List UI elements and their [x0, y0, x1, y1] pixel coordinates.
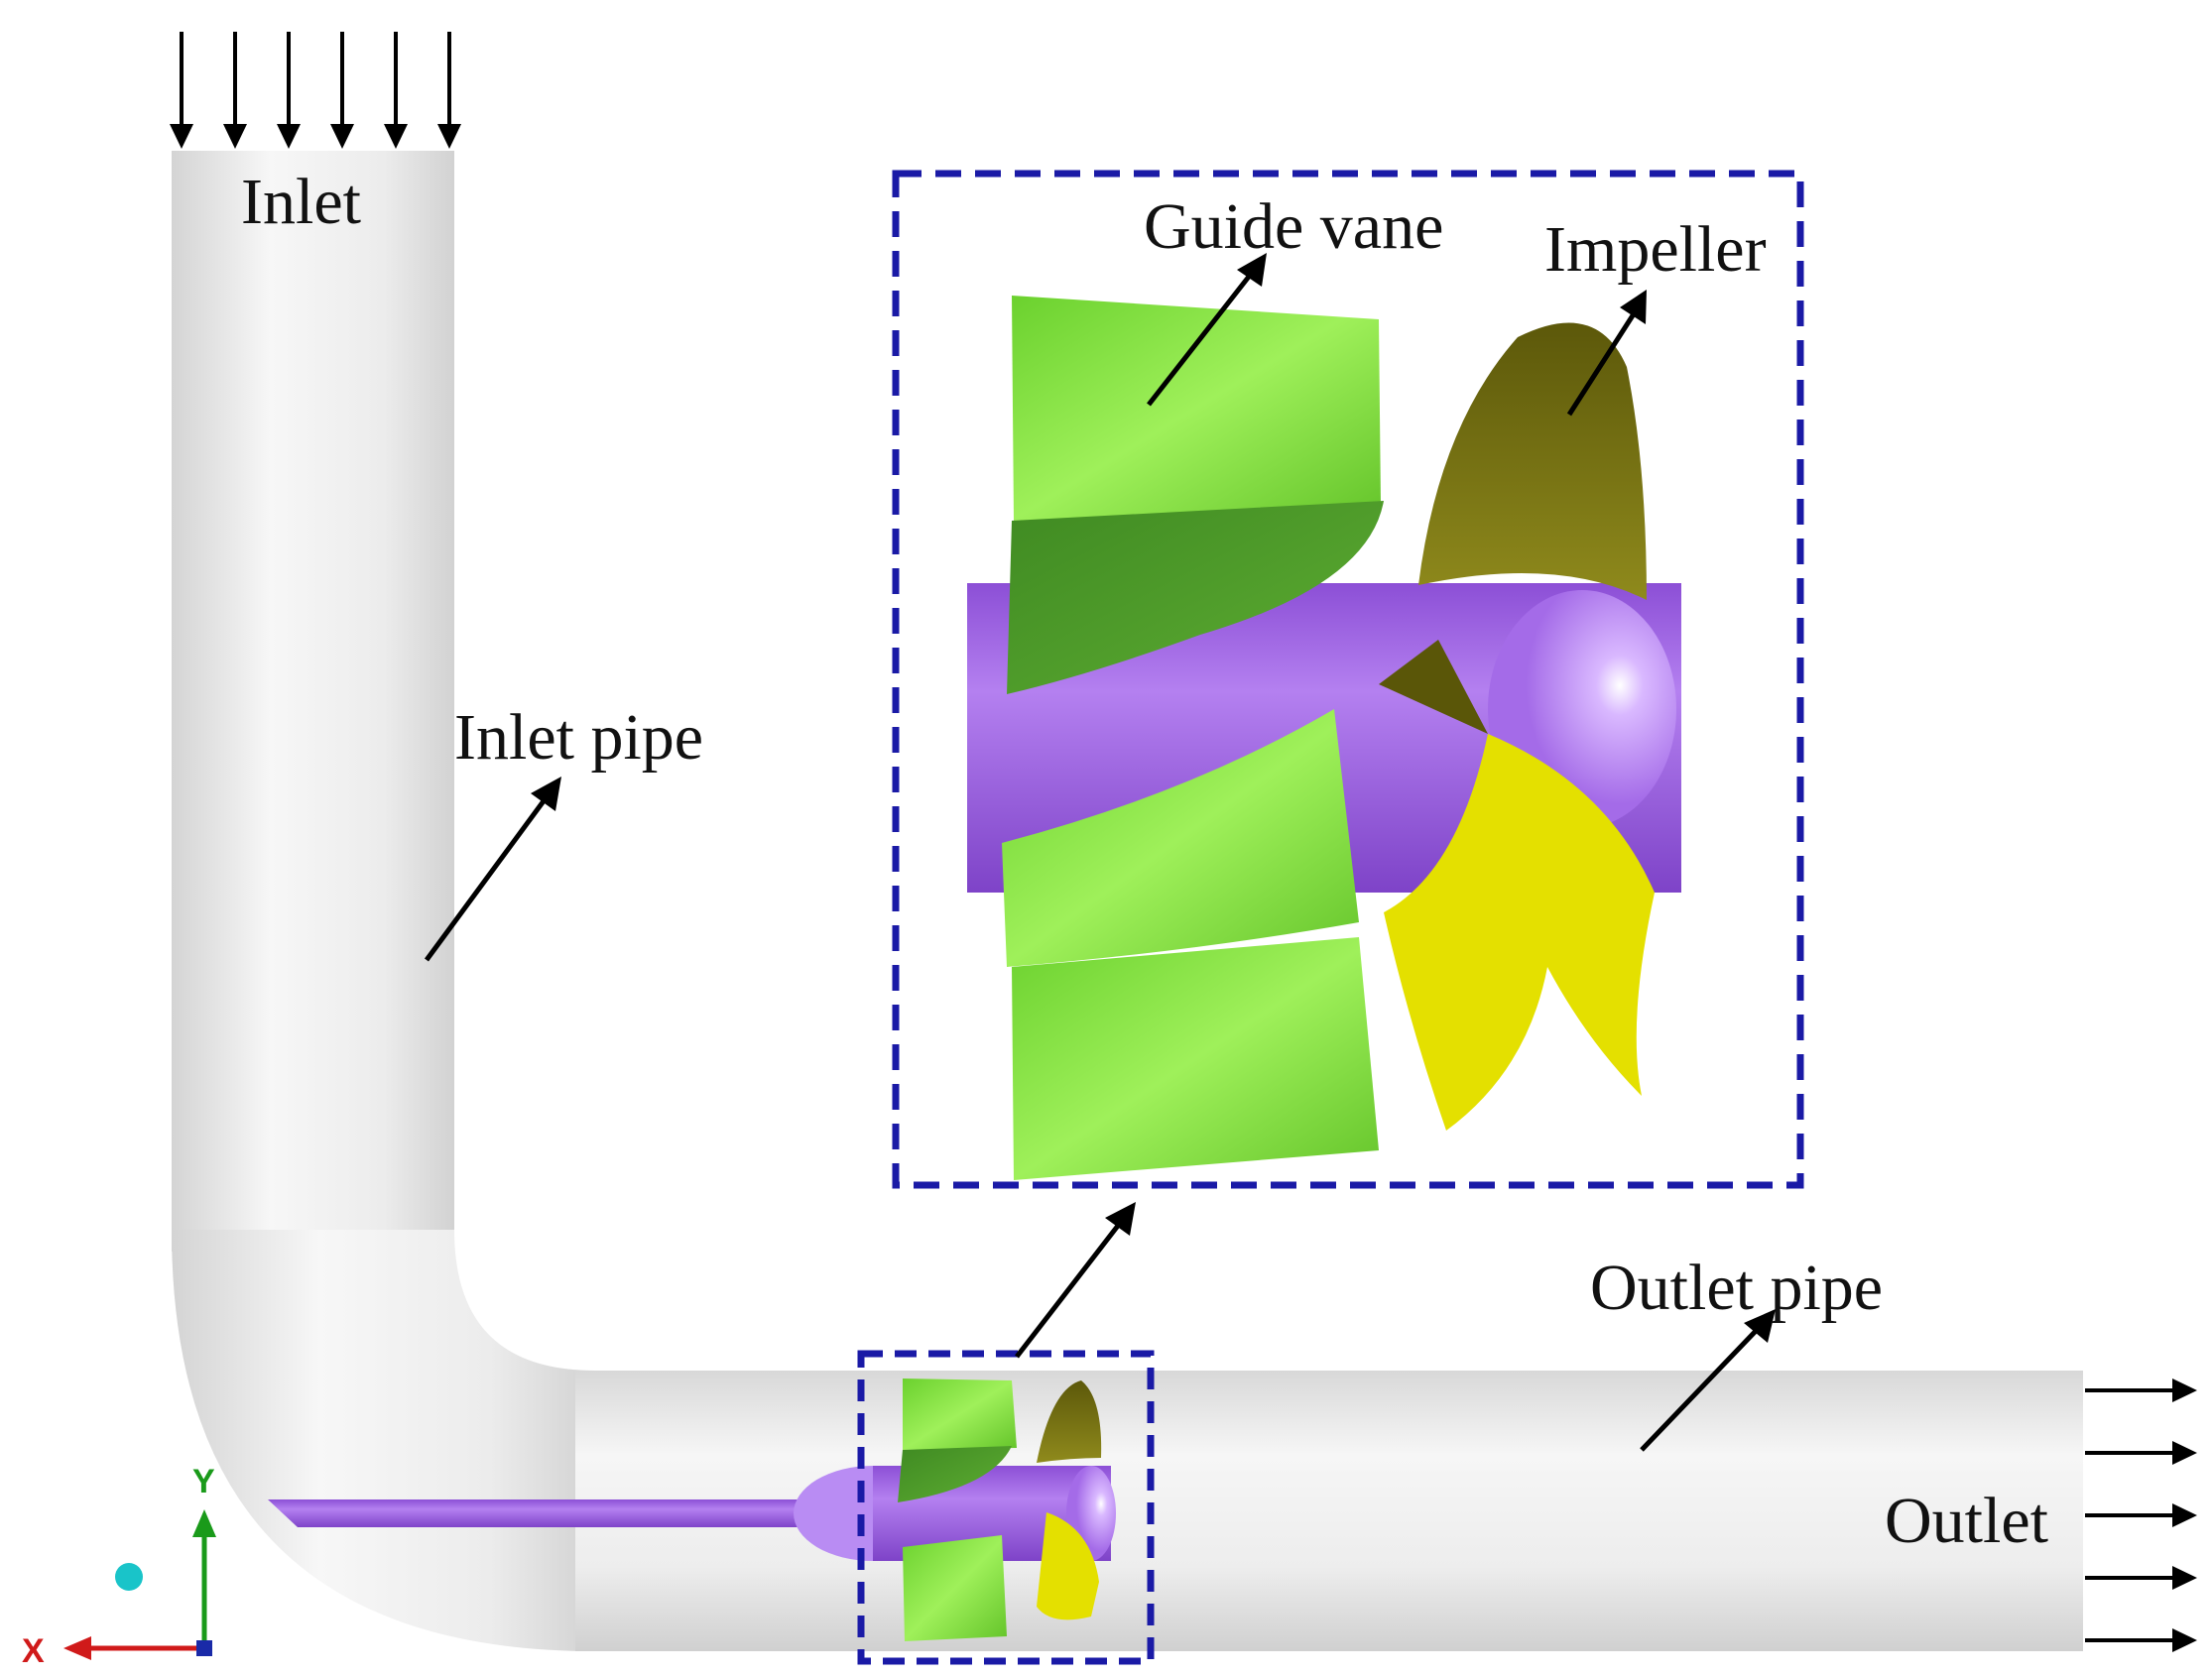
outlet-pipe-leader [1640, 1309, 1776, 1452]
right-arrow-icon [2085, 1378, 2197, 1402]
down-arrow-icon [277, 32, 301, 149]
down-arrow-icon [330, 32, 354, 149]
zoom-guide-vane-top-dark [1007, 501, 1384, 694]
origin-marker [196, 1640, 212, 1656]
guide-vane-small-dark [898, 1446, 1012, 1502]
label-impeller: Impeller [1544, 213, 1767, 286]
zoom-impeller-mid [1379, 640, 1488, 734]
pipe-elbow [172, 1230, 595, 1651]
shaft-rod [268, 1499, 813, 1527]
down-arrow-icon [170, 32, 193, 149]
guide-vane-small-bottom [903, 1535, 1007, 1641]
label-outlet: Outlet [1885, 1485, 2048, 1557]
inflow-arrows [170, 32, 461, 149]
label-inlet: Inlet [241, 166, 361, 238]
right-arrow-icon [2085, 1628, 2197, 1652]
label-outlet-pipe: Outlet pipe [1590, 1252, 1883, 1324]
down-arrow-icon [437, 32, 461, 149]
axis-label-y: Y [192, 1463, 215, 1500]
zoom-detail [967, 296, 1681, 1180]
zoom-guide-vane-mid [1002, 709, 1359, 967]
y-axis-head [192, 1509, 216, 1537]
right-arrow-icon [2085, 1441, 2197, 1465]
outflow-arrows [2085, 1378, 2197, 1652]
z-axis-dot [115, 1563, 143, 1591]
large-dashed-box [892, 170, 1804, 1189]
right-arrow-icon [2085, 1503, 2197, 1527]
impeller-small-dark [1037, 1380, 1102, 1463]
impeller-leader [1566, 290, 1647, 417]
turbomachine-small [898, 1378, 1102, 1641]
axis-label-x: X [22, 1632, 45, 1670]
down-arrow-icon [223, 32, 247, 149]
zoom-impeller-bottom [1384, 734, 1655, 1131]
inlet-pipe-leader [424, 777, 561, 962]
label-guide-vane: Guide vane [1144, 190, 1443, 263]
zoom-impeller-top [1418, 322, 1647, 600]
inlet-pipe-body [172, 151, 454, 1252]
small-dashed-box [857, 1350, 1155, 1665]
guide-vane-leader [1147, 253, 1267, 407]
right-arrow-icon [2085, 1566, 2197, 1590]
impeller-small-yellow [1037, 1512, 1099, 1620]
zoom-guide-vane-bottom [1012, 937, 1379, 1180]
zoom-leader [1015, 1202, 1136, 1359]
coordinate-triad: Y X [22, 1463, 216, 1670]
x-axis-head [63, 1636, 91, 1660]
leader-arrows [424, 253, 1776, 1452]
down-arrow-icon [384, 32, 408, 149]
guide-vane-small-top [903, 1378, 1017, 1450]
label-inlet-pipe: Inlet pipe [454, 701, 703, 774]
zoom-guide-vane-top [1012, 296, 1381, 521]
